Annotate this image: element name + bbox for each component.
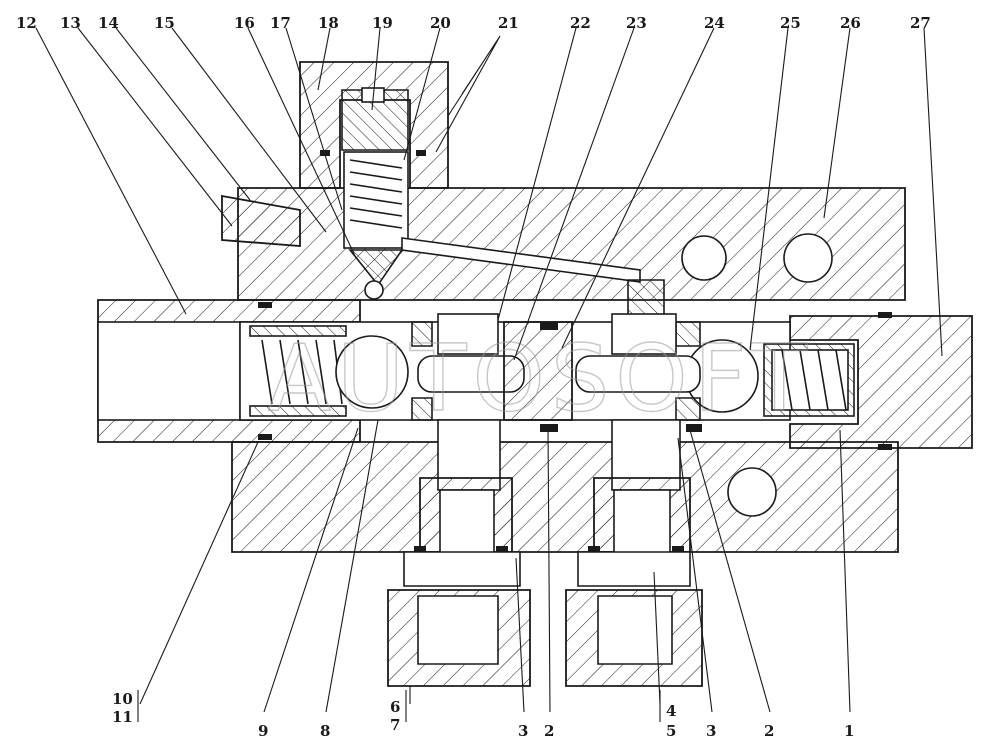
callout-19: 19 <box>372 14 393 32</box>
callout-26: 26 <box>840 14 861 32</box>
callout-3-right: 3 <box>706 722 716 740</box>
callout-20: 20 <box>430 14 451 32</box>
left-end-cap <box>97 299 361 443</box>
callouts-top: 12 13 14 15 16 17 18 19 20 21 22 23 24 2… <box>16 14 931 32</box>
callout-4: 4 <box>666 702 676 720</box>
callout-16: 16 <box>234 14 255 32</box>
callout-6: 6 <box>390 698 400 716</box>
callout-21: 21 <box>498 14 519 32</box>
right-check-spring <box>685 339 855 417</box>
pilot-plug <box>627 279 665 319</box>
callout-25: 25 <box>780 14 801 32</box>
right-outlet-fitting <box>565 419 703 687</box>
spool-plungers <box>411 321 701 421</box>
upper-poppets <box>437 313 677 355</box>
callout-2-left: 2 <box>544 722 554 740</box>
callout-9: 9 <box>258 722 268 740</box>
relief-valve-housing <box>299 61 449 189</box>
callout-22: 22 <box>570 14 591 32</box>
callout-3-left: 3 <box>518 722 528 740</box>
callout-11: 11 <box>112 708 133 726</box>
callout-24: 24 <box>704 14 725 32</box>
callout-1: 1 <box>844 722 854 740</box>
callout-12: 12 <box>16 14 37 32</box>
leader-lines <box>35 27 943 722</box>
callout-18: 18 <box>318 14 339 32</box>
callout-14: 14 <box>98 14 119 32</box>
left-inlet-fitting <box>221 194 301 247</box>
relief-spring <box>343 151 409 300</box>
left-check-spring <box>249 325 409 417</box>
o-ring-seals <box>258 150 892 552</box>
callout-13: 13 <box>60 14 81 32</box>
callout-10: 10 <box>112 690 133 708</box>
watermark: AUTOSOFT <box>268 325 813 432</box>
callout-23: 23 <box>626 14 647 32</box>
port-holes <box>681 233 833 517</box>
callout-27: 27 <box>910 14 931 32</box>
callout-2-right: 2 <box>764 722 774 740</box>
callout-7: 7 <box>390 716 400 734</box>
callout-17: 17 <box>270 14 291 32</box>
right-end-plug <box>789 315 973 449</box>
callouts-bottom: 10 11 9 8 6 7 3 2 4 5 3 2 1 <box>112 690 854 740</box>
left-outlet-fitting <box>387 419 531 687</box>
callout-8: 8 <box>320 722 330 740</box>
callout-5: 5 <box>666 722 676 740</box>
callout-15: 15 <box>154 14 175 32</box>
